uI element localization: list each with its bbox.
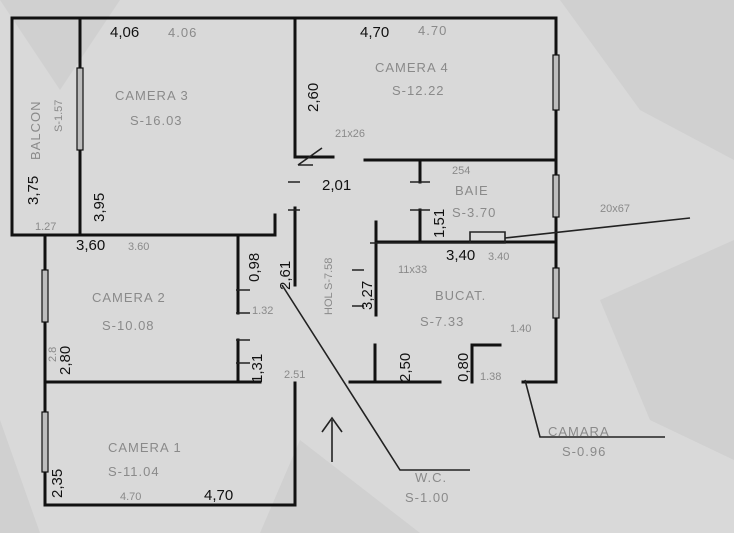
- room-area-camera4: S-12.22: [392, 83, 445, 98]
- pencil-note: 21x26: [335, 128, 365, 140]
- pencil-note: 3.60: [128, 241, 149, 253]
- dim-3-95: 3,95: [91, 193, 108, 222]
- room-area-balcon: S-1.57: [53, 100, 65, 132]
- room-area-camara: S-0.96: [562, 444, 606, 459]
- dim-2-35: 2,35: [49, 469, 66, 498]
- pencil-note: 2.51: [284, 369, 305, 381]
- window-camera2: [41, 269, 49, 323]
- room-labels: CAMERA 3 S-16.03 CAMERA 4 S-12.22 BALCON…: [28, 60, 610, 505]
- room-area-hol: S-7.58: [323, 258, 335, 290]
- room-name-hol: HOL: [323, 292, 335, 315]
- room-area-baie: S-3.70: [452, 205, 496, 220]
- pencil-note: 254: [452, 165, 470, 177]
- room-area-camera1: S-11.04: [108, 464, 160, 479]
- room-area-bucat: S-7.33: [420, 314, 464, 329]
- window-camera1: [41, 411, 49, 473]
- dim-1-51: 1,51: [431, 209, 448, 238]
- room-name-camera2: CAMERA 2: [92, 290, 166, 305]
- pencil-note: 4.70: [418, 23, 447, 38]
- room-name-bucat: BUCAT.: [435, 288, 486, 303]
- pencil-notes: 4.06 4.70 21x26 254 20x67 1.27 3.60 3.40…: [35, 23, 630, 503]
- walls: [10, 16, 558, 507]
- dim-0-80: 0,80: [455, 353, 472, 382]
- window-balcony: [76, 67, 84, 151]
- window-bucatarie: [552, 267, 560, 319]
- pencil-note: 11x33: [398, 264, 427, 276]
- dim-3-60: 3,60: [76, 237, 105, 254]
- dim-2-01: 2,01: [322, 177, 351, 194]
- dim-4-70-top: 4,70: [360, 24, 389, 41]
- dim-3-27: 3,27: [359, 281, 376, 310]
- pencil-note: 4.70: [120, 491, 141, 503]
- arrow-up-icon: [321, 416, 343, 462]
- room-name-baie: BAIE: [455, 183, 489, 198]
- pencil-note: 1.32: [252, 305, 273, 317]
- room-name-wc: W.C.: [415, 470, 447, 485]
- pencil-note: 3.40: [488, 251, 509, 263]
- pencil-note: 1.40: [510, 323, 531, 335]
- room-name-camera3: CAMERA 3: [115, 88, 189, 103]
- pencil-note: 20x67: [600, 203, 630, 215]
- pencil-note: 1.38: [480, 371, 501, 383]
- dim-1-31: 1,31: [249, 354, 266, 383]
- room-area-wc: S-1.00: [405, 490, 449, 505]
- dim-2-61: 2,61: [277, 261, 294, 290]
- dim-2-60: 2,60: [305, 83, 322, 112]
- pencil-note: 4.06: [168, 25, 197, 40]
- dim-2-50: 2,50: [397, 353, 414, 382]
- room-area-camera3: S-16.03: [130, 113, 183, 128]
- dim-4-06: 4,06: [110, 24, 139, 41]
- dim-3-75: 3,75: [25, 176, 42, 205]
- pencil-note: 2.8: [47, 347, 59, 362]
- leader-lines: [281, 217, 691, 471]
- windows: [41, 54, 560, 473]
- room-name-balcon: BALCON: [28, 101, 43, 160]
- window-baie: [552, 174, 560, 218]
- dim-2-80: 2,80: [57, 346, 74, 375]
- dim-0-98: 0,98: [246, 253, 263, 282]
- room-area-camera2: S-10.08: [102, 318, 155, 333]
- pencil-note: 1.27: [35, 221, 56, 233]
- window-camera4: [552, 54, 560, 111]
- room-name-camara: CAMARA: [548, 424, 610, 439]
- dimension-labels: 4,06 4,70 2,60 3,75 3,95 2,01 1,51 3,60 …: [25, 24, 475, 504]
- dim-3-40: 3,40: [446, 247, 475, 264]
- room-name-camera1: CAMERA 1: [108, 440, 182, 455]
- room-name-camera4: CAMERA 4: [375, 60, 449, 75]
- dim-4-70-bottom: 4,70: [204, 487, 233, 504]
